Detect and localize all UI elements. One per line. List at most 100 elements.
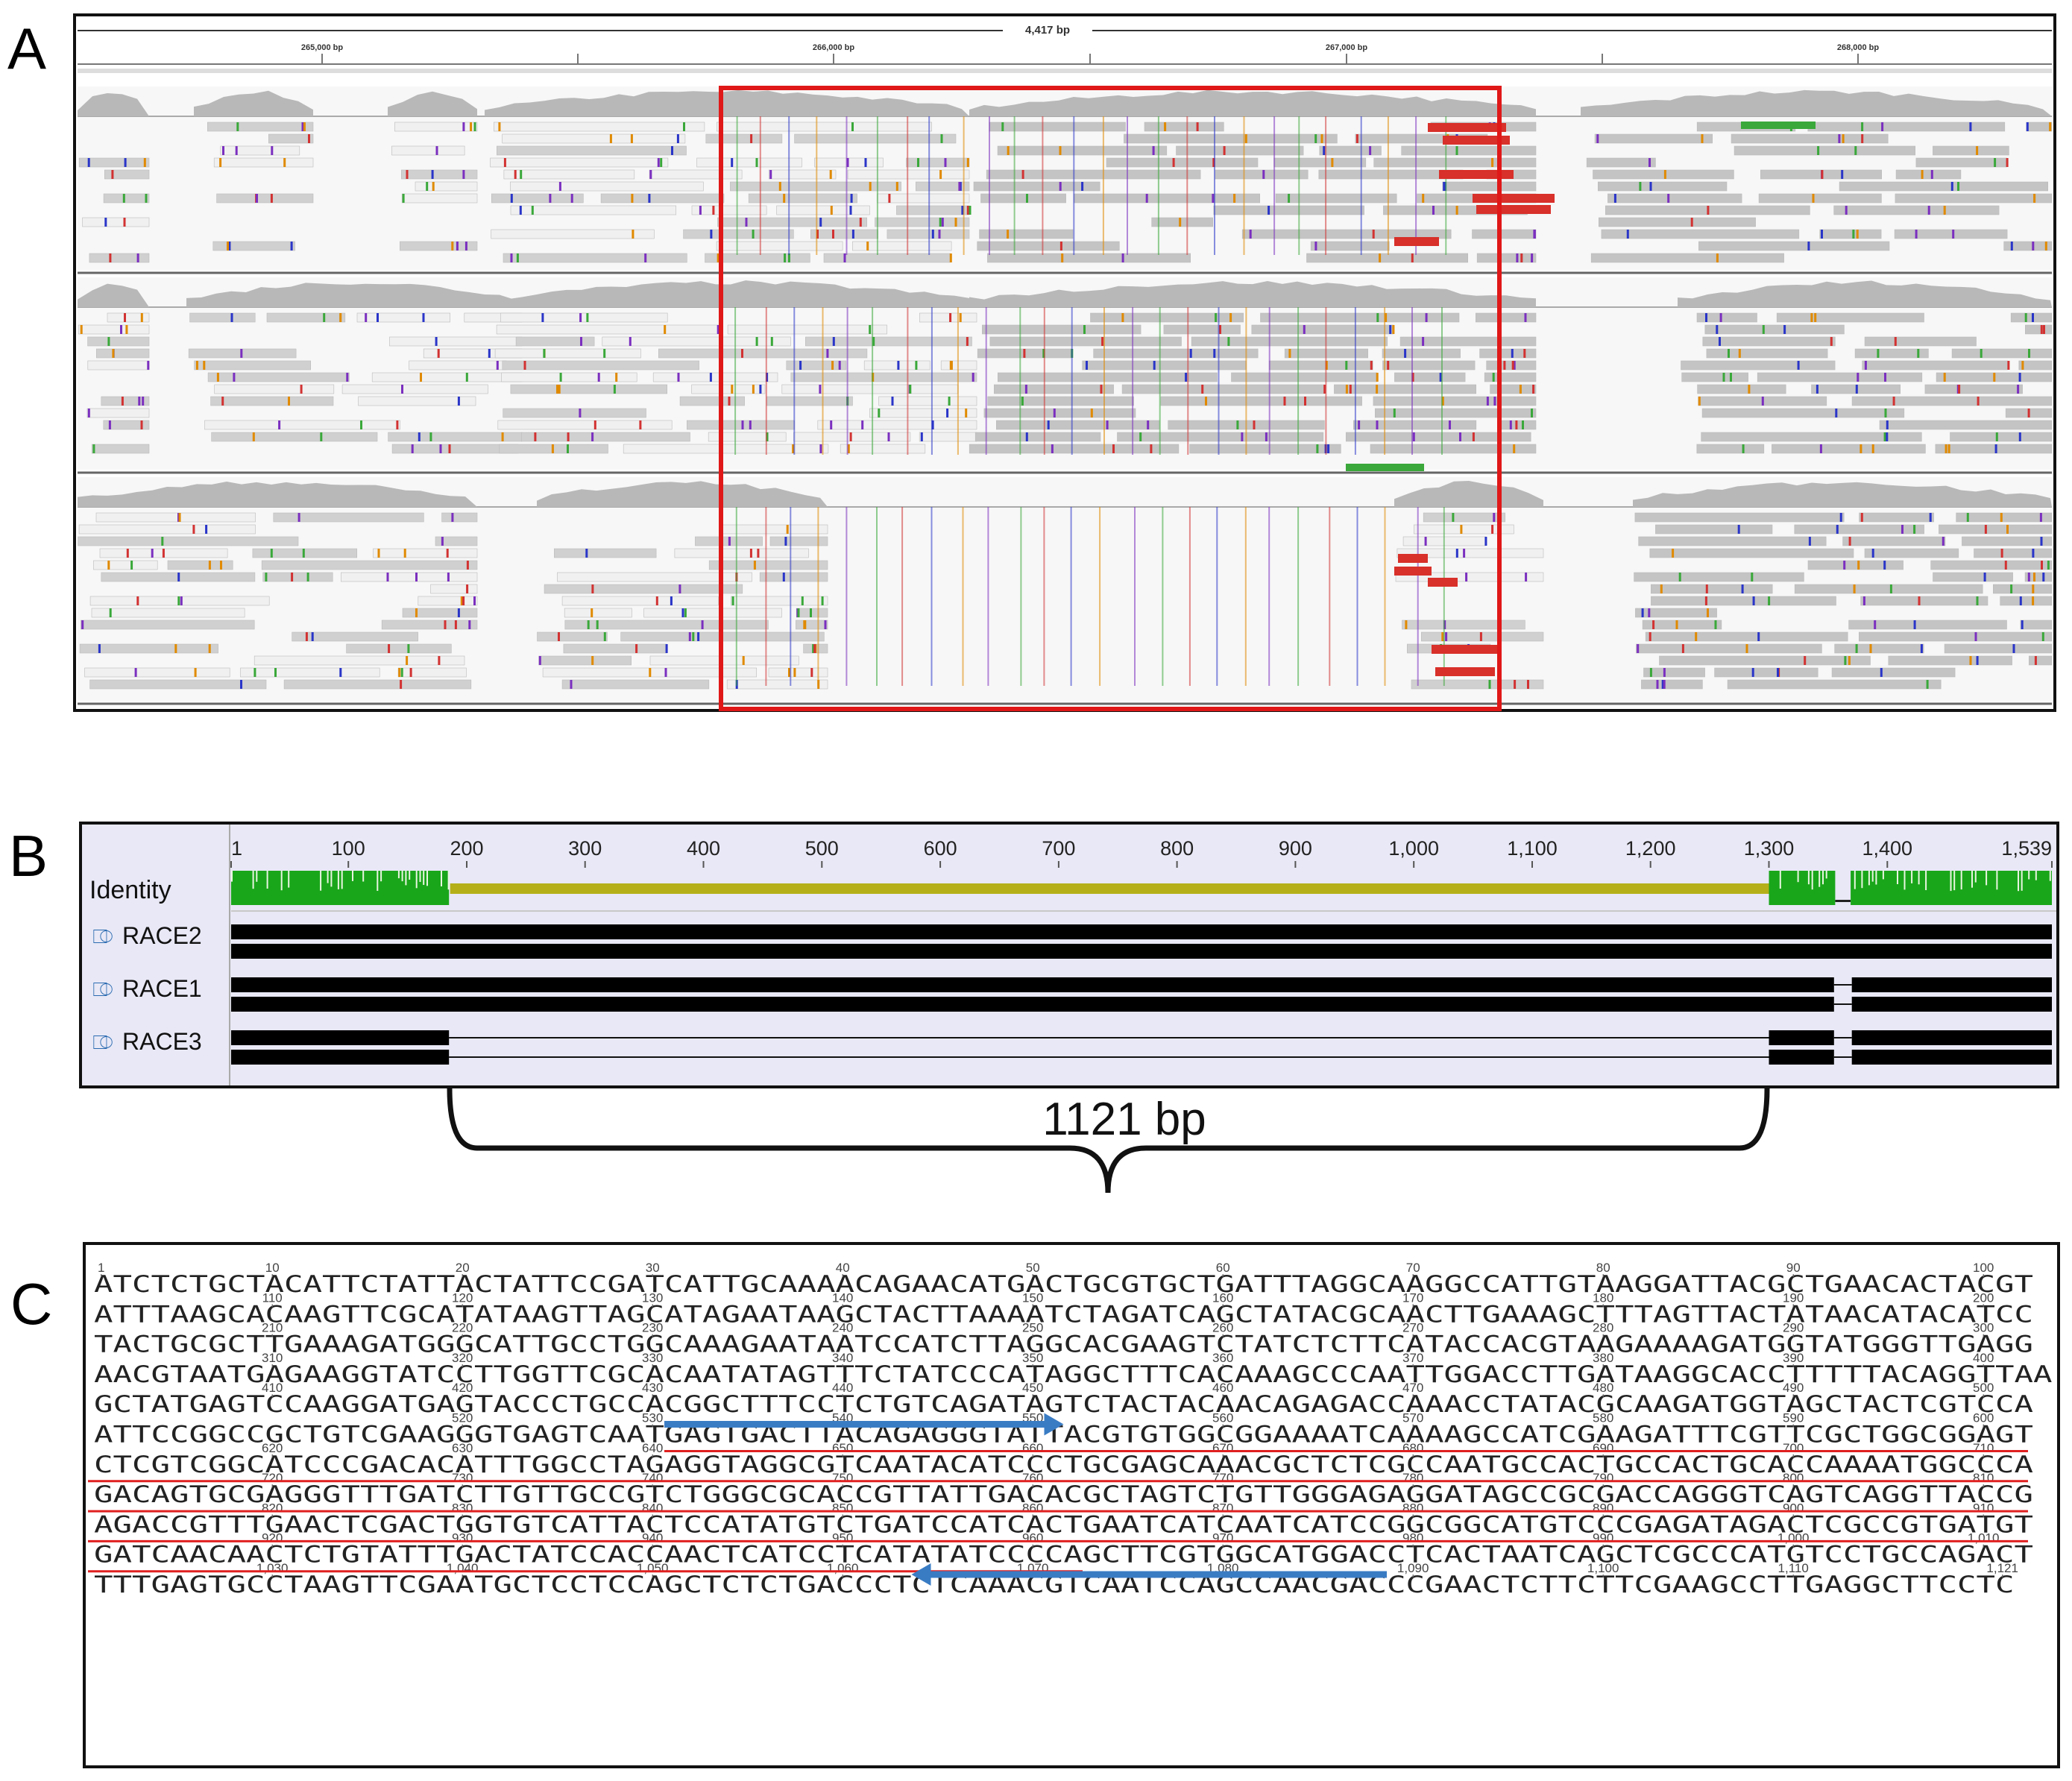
identity-dip [426,871,428,886]
mismatch-mark [454,620,457,629]
position-number: 790 [1593,1471,1613,1485]
read [987,253,1191,263]
mismatch-mark [1439,373,1442,382]
position-number: 140 [832,1290,853,1305]
mismatch-mark [783,194,786,203]
mismatch-mark [832,230,834,239]
position-number: 810 [1973,1471,1994,1485]
mismatch-mark [1213,349,1216,358]
mismatch-mark [1596,134,1599,143]
mismatch-mark [1817,146,1820,155]
position-number: 940 [642,1531,663,1545]
position-number: 100 [1973,1261,1994,1275]
mismatch-mark [712,206,715,215]
mismatch-mark [291,573,294,581]
mismatch-mark [816,230,819,239]
read [1935,444,2053,454]
read [502,133,686,144]
read-bar [1851,1030,2052,1045]
mismatch-mark [819,444,822,453]
read [877,193,970,204]
mismatch-mark [1283,397,1286,406]
mismatch-mark [1531,409,1533,417]
mismatch-mark [1705,584,1708,593]
mismatch-mark [1024,385,1027,394]
mismatch-mark [531,206,534,215]
read [1160,396,1362,406]
read-bar [231,924,2052,939]
mismatch-mark [1152,146,1155,155]
gap-brace [447,1088,1770,1194]
position-number: 530 [642,1411,663,1425]
mismatch-mark [961,206,964,215]
read [521,432,690,442]
read [262,572,333,582]
mismatch-mark [1857,561,1860,570]
position-number: 690 [1593,1441,1613,1455]
mismatch-mark [915,361,918,370]
mismatch-mark [142,397,145,406]
read [87,360,150,371]
mismatch-mark [888,194,891,203]
coverage-area [492,280,977,307]
mismatch-mark [831,361,834,370]
read [1382,360,1476,371]
read [1706,348,1828,359]
mismatch-mark [1212,194,1215,203]
mismatch-mark [1848,656,1851,665]
position-number: 750 [832,1471,853,1485]
read [538,655,632,666]
mismatch-mark [80,325,83,334]
read [510,384,668,394]
forward-primer-arrowhead [1044,1413,1064,1436]
mismatch-mark [1927,206,1930,215]
mismatch-mark [1488,680,1491,689]
position-number: 960 [1022,1531,1043,1545]
mismatch-mark [1445,632,1448,641]
position-number: 150 [1022,1290,1043,1305]
mismatch-mark [488,349,491,358]
mismatch-mark [1331,158,1334,167]
mismatch-mark [415,608,418,617]
mismatch-mark [98,644,101,653]
green-read [1346,464,1424,471]
read [989,336,1182,347]
mismatch-mark [1864,361,1867,370]
read [1370,444,1537,454]
mismatch-mark [447,573,450,581]
mismatch-mark [1081,182,1084,191]
mismatch-mark [297,513,300,522]
mismatch-mark [939,170,942,179]
mismatch-mark [1425,313,1428,322]
identity-dip [1897,871,1898,884]
read [371,372,523,382]
mismatch-mark [516,253,519,262]
read [1121,384,1325,394]
mismatch-mark [1994,444,1997,453]
panel-a-genome-browser: 4,417 bp 265,000 bp 266,000 bp 267,000 b… [73,13,2056,712]
track-row-race2: ⎄ RACE2 [92,922,202,949]
position-number: 1,050 [637,1561,669,1575]
read [564,620,769,630]
read [1163,324,1241,335]
mismatch-mark [254,668,256,677]
mismatch-mark [644,253,647,262]
position-number: 710 [1973,1441,1994,1455]
green-read [1741,122,1816,129]
read [1681,372,1748,382]
position-number: 1,060 [827,1561,859,1575]
read [82,217,150,227]
mismatch-mark [240,349,243,358]
read [400,169,478,180]
read [553,548,657,558]
coverage-area [485,89,969,116]
mismatch-mark [1738,349,1741,358]
mismatch-mark [670,596,673,605]
mismatch-mark [2000,549,2003,558]
mismatch-mark [1745,644,1748,653]
read [1714,667,1818,678]
read [1864,548,1959,558]
read [435,536,478,546]
mismatch-mark [1678,573,1681,581]
mismatch-mark [851,122,854,131]
